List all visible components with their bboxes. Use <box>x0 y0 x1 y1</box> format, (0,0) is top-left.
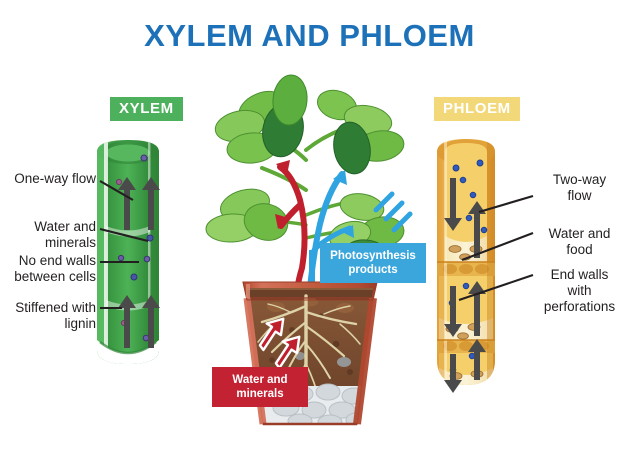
phloem-leader-lines <box>458 194 534 301</box>
page-title: XYLEM AND PHLOEM <box>144 18 475 53</box>
phloem-section-badge: PHLOEM <box>434 97 520 121</box>
plant-illustration <box>205 74 413 426</box>
leaf-group-upper-right <box>316 89 405 175</box>
phloem-flow-arrows <box>444 178 486 393</box>
callout-water-and-minerals: Water and minerals <box>212 367 308 408</box>
label-end-walls-with-perforations: End walls with perforations <box>543 267 616 314</box>
label-water-and-food: Water and food <box>548 226 611 257</box>
callout-photosynthesis-products: Photosynthesis products <box>320 243 426 284</box>
label-one-way-flow: One-way flow <box>14 171 96 186</box>
xylem-flow-arrows <box>118 177 160 348</box>
leaf-group-lower-left <box>205 188 289 243</box>
water-uptake-arrows <box>258 317 301 370</box>
xylem-section-badge: XYLEM <box>110 97 183 121</box>
xylem-tube <box>97 140 160 364</box>
phloem-tube <box>437 139 495 393</box>
label-two-way-flow: Two-way flow <box>552 172 607 203</box>
label-stiffened-with-lignin: Stiffened with lignin <box>15 300 96 331</box>
xylem-leader-lines <box>99 180 149 310</box>
leaf-group-upper-left <box>214 74 308 164</box>
sunlight-rays-icon <box>373 191 413 233</box>
label-water-and-minerals: Water and minerals <box>34 219 96 250</box>
label-no-end-walls: No end walls between cells <box>14 253 96 284</box>
